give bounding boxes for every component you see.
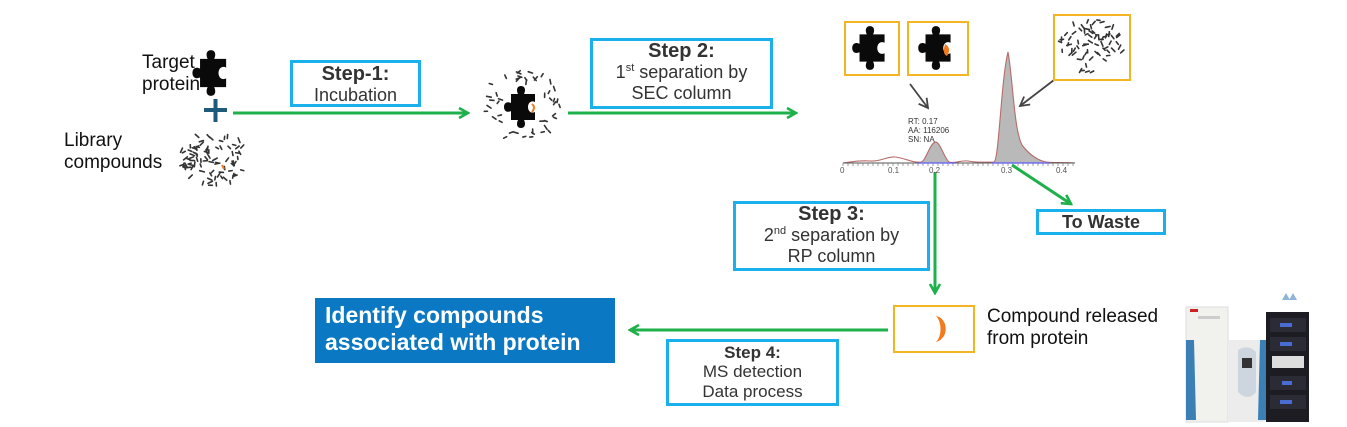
step-2-description-line2: SEC column [631, 83, 732, 103]
unbound-compounds-box [1053, 14, 1131, 81]
step-3-description-line2: RP column [787, 246, 876, 266]
pointer-arrow-complex [909, 83, 930, 110]
peak-annotation: RT: 0.17 AA: 116206 SN: NA [908, 117, 950, 144]
chromatogram [842, 51, 1076, 166]
step-4-title: Step 4: [724, 343, 781, 362]
released-compound-box [893, 305, 975, 353]
chromatogram-trace [842, 51, 1076, 164]
released-compound-icon [936, 316, 946, 342]
protein-bound-box [907, 21, 969, 76]
step-4-description-line2: Data process [702, 382, 803, 401]
step-2-box: Step 2: 1st separation by SEC column [590, 38, 773, 109]
to-waste-label: To Waste [1061, 212, 1140, 232]
x-tick-0.2: 0.2 [929, 166, 941, 175]
arrow-to-waste [1011, 163, 1071, 204]
step-3-box: Step 3: 2nd separation by RP column [733, 201, 930, 271]
library-compounds-label: Library compounds [64, 130, 163, 173]
result-box: Identify compounds associated with prote… [315, 298, 615, 363]
chromatogram-peak-2-fill [994, 52, 1046, 163]
chromatogram-peak-1-fill [921, 141, 949, 163]
step-4-box: Step 4: MS detection Data process [666, 339, 839, 406]
pointer-arrow-unbound [1018, 79, 1055, 108]
x-tick-0: 0 [840, 166, 845, 175]
lc-ms-instrument-icon [1185, 293, 1309, 423]
step-2-title: Step 2: [648, 40, 715, 62]
step-1-title: Step-1: [321, 63, 390, 85]
protein-compound-complex-icon [483, 69, 561, 140]
library-compounds-icon [179, 133, 245, 187]
step-2-description-line1: 1st separation by [615, 62, 748, 82]
result-line-1: Identify compounds [325, 302, 544, 328]
x-tick-0.1: 0.1 [888, 166, 900, 175]
step-1-description: Incubation [313, 85, 398, 105]
protein-alone-box [844, 21, 900, 76]
step-1-box: Step-1: Incubation [290, 60, 421, 107]
step-3-description-line1: 2nd separation by [763, 225, 900, 245]
unbound-compounds-icon [1057, 18, 1125, 74]
released-compound-label: Compound released from protein [987, 306, 1159, 349]
bound-compound-mark [943, 44, 950, 56]
target-protein-label: Target protein [142, 52, 201, 95]
to-waste-box: To Waste [1036, 209, 1166, 235]
x-tick-0.4: 0.4 [1056, 166, 1068, 175]
x-tick-0.3: 0.3 [1001, 166, 1013, 175]
step-4-description-line1: MS detection [702, 362, 803, 381]
plus-icon [204, 99, 227, 122]
step-3-title: Step 3: [798, 203, 865, 225]
result-line-2: associated with protein [325, 329, 581, 355]
